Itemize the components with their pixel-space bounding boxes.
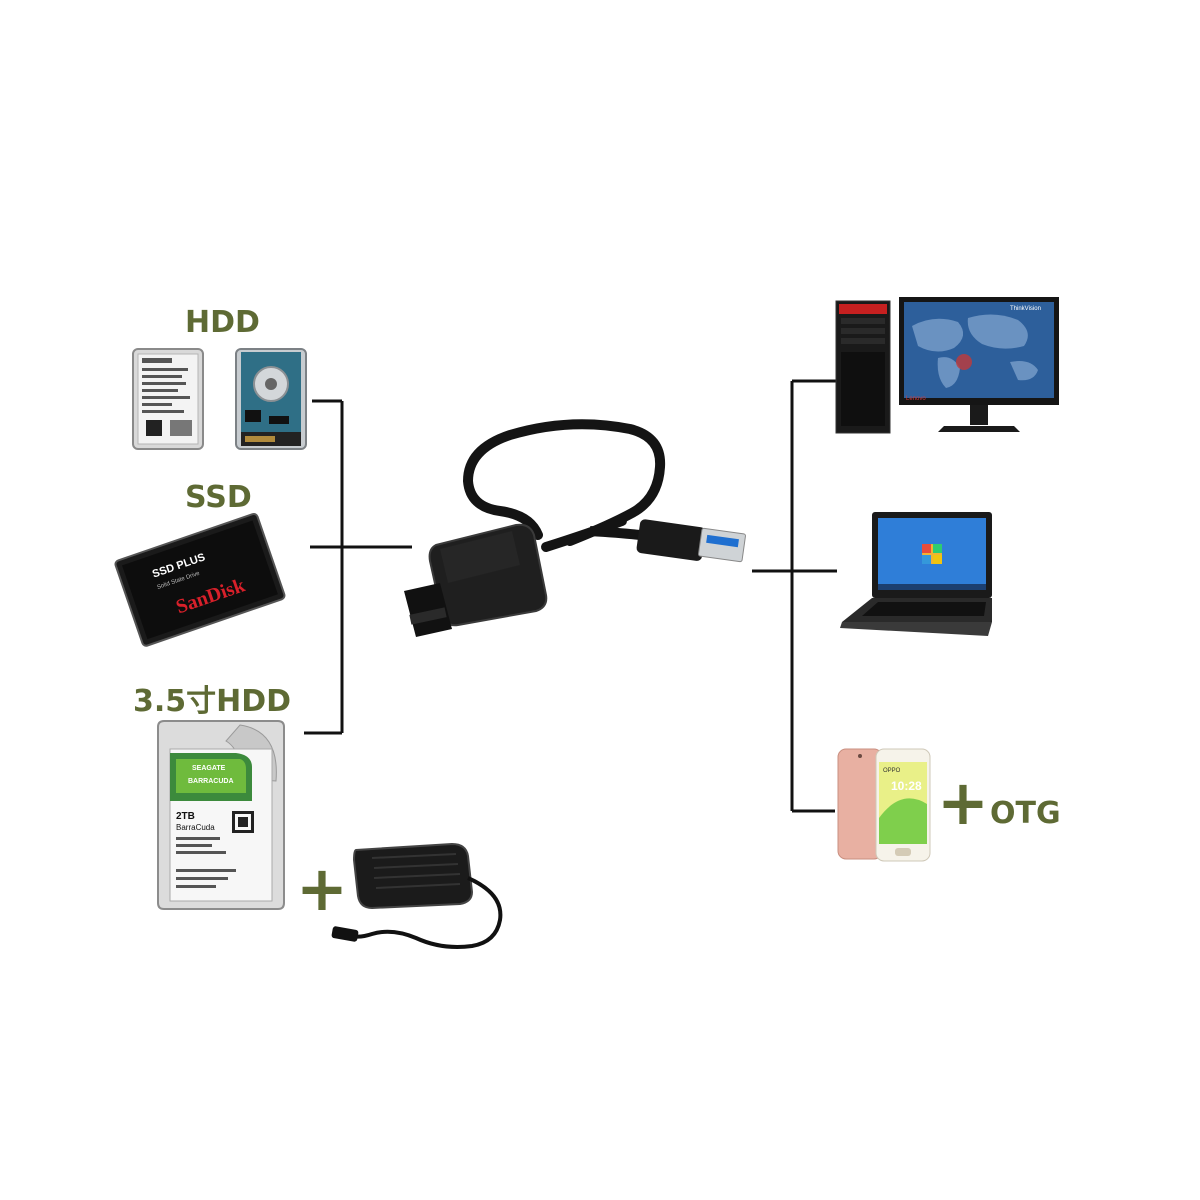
hdd35-capacity-text: 2TB <box>176 811 195 822</box>
monitor-brand-text: ThinkVision <box>1010 306 1041 312</box>
power-adapter-image <box>331 842 503 949</box>
hdd35-model-text: BarraCuda <box>176 823 215 832</box>
sata-usb-adapter-image <box>404 419 746 637</box>
ssd-label: SSD <box>185 480 252 515</box>
svg-text:10:28: 10:28 <box>891 779 922 793</box>
plus-sign-power: + <box>296 852 348 925</box>
plus-sign-otg: + <box>937 766 989 839</box>
otg-label: OTG <box>990 796 1061 831</box>
hdd35-image: SEAGATE BARRACUDA 2TB BarraCuda <box>157 720 285 910</box>
phone-brand-text: OPPO <box>883 768 901 774</box>
ssd-image: SSD PLUS Solid State Drive SanDisk <box>114 512 286 647</box>
hdd35-label: 3.5寸HDD <box>133 684 292 719</box>
hdd-pcb-side-image <box>235 348 307 450</box>
monitor-image: Lenovo ThinkVision <box>899 297 1059 432</box>
desktop-tower-image <box>835 300 891 434</box>
monitor-badge-text: Lenovo <box>906 396 926 402</box>
hdd-label-side-image <box>132 348 204 450</box>
hdd35-maker-text: SEAGATE <box>192 765 226 772</box>
hdd35-series-text: BARRACUDA <box>188 778 234 785</box>
hdd-label: HDD <box>185 305 260 340</box>
smartphone-white-image: OPPO 10:28 <box>875 748 931 862</box>
laptop-image <box>840 512 992 636</box>
